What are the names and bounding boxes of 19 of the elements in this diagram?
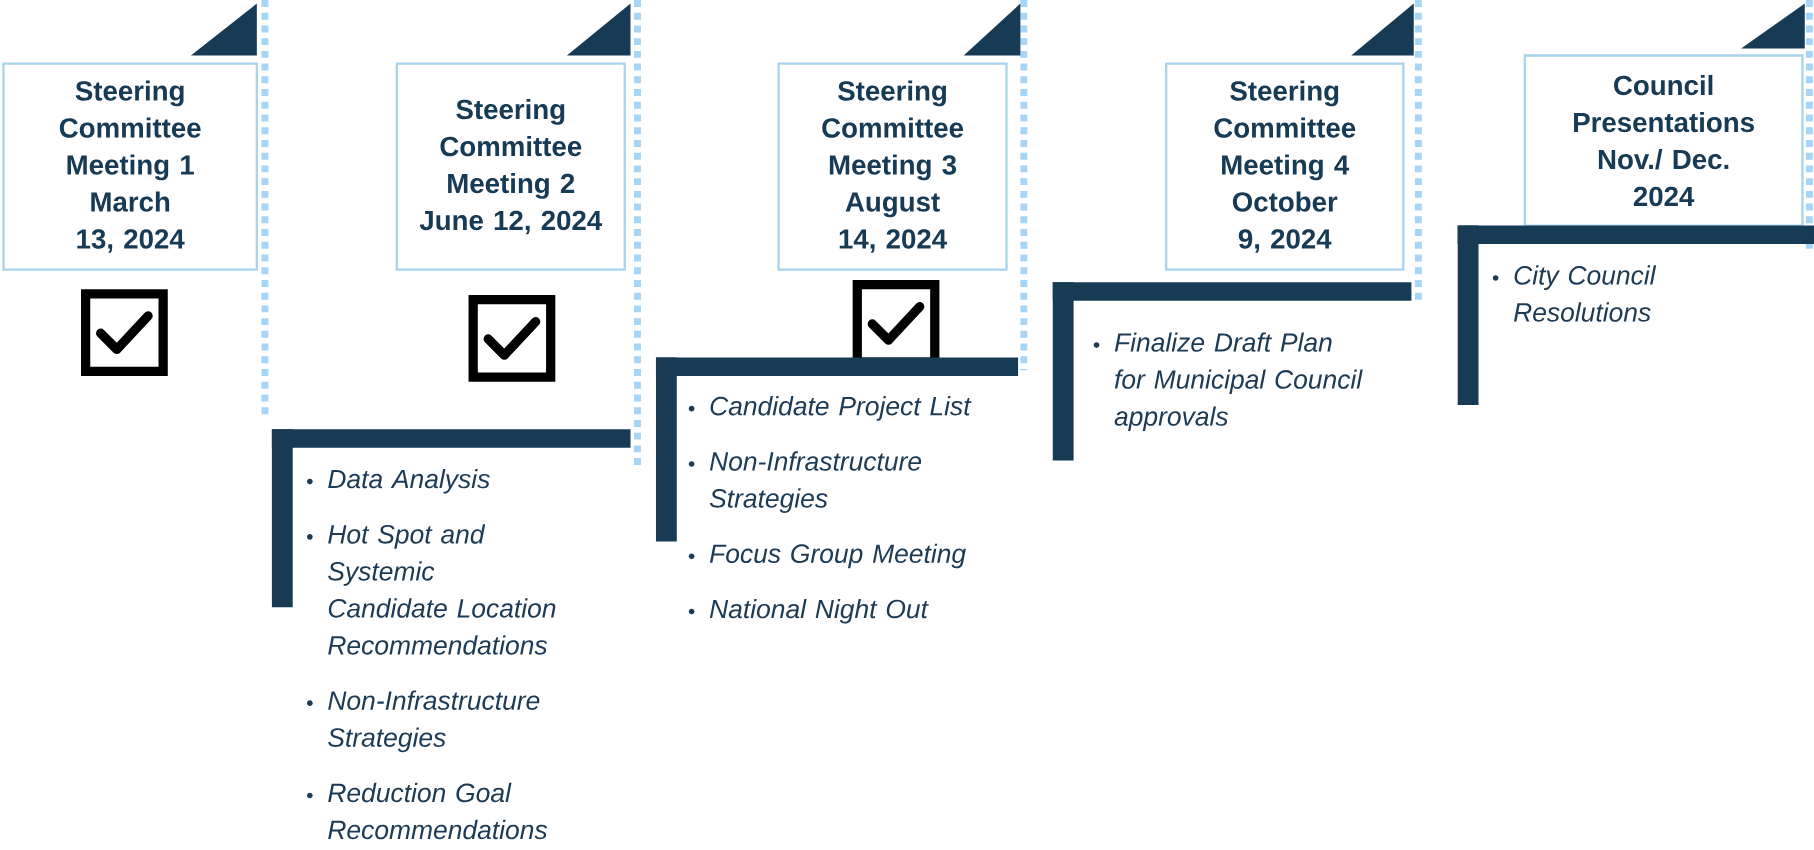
node-label: Non-Infrastructure Strategies xyxy=(328,690,540,753)
bracket-list: Data Analysis Hot Spot and Systemic Candidate Location Recommendations Non-Infrastructure Strategies Reduction Goal Recommendations xyxy=(271,429,631,840)
node-label: City Council Resolutions xyxy=(1513,265,1657,322)
node-label: Candidate Project List xyxy=(710,395,972,421)
node-label: Non-Infrastructure Strategies xyxy=(709,451,922,513)
heading-box: Steering Committee Meeting 1 March 13, 2024 xyxy=(2,62,258,271)
bracket-list: Candidate Project List Non-Infrastructure Strategies Focus Group Meeting National Night Out xyxy=(655,357,1019,624)
node-label: Data Analysis xyxy=(328,468,490,494)
node-label: Reduction Goal Recommendations xyxy=(328,782,548,840)
heading-box: Steering Committee Meeting 3 August 14, 2024 xyxy=(777,62,1008,271)
heading-box: Council Presentations Nov./ Dec. 2024 xyxy=(1523,54,1804,227)
node-label: Focus Group Meeting xyxy=(709,543,966,569)
bracket-list: Finalize Draft Plan for Municipal Council approvals xyxy=(1052,282,1412,461)
node-label: Hot Spot and Systemic Candidate Location Recommendations xyxy=(328,524,556,655)
heading-box: Steering Committee Meeting 4 October 9, 2024 xyxy=(1165,62,1405,271)
node-label: National Night Out xyxy=(709,598,929,624)
heading-box: Steering Committee Meeting 2 June 12, 2024 xyxy=(395,62,626,271)
node-label: Finalize Draft Plan for Municipal Council approvals xyxy=(1114,332,1363,431)
bracket-list: City Council Resolutions xyxy=(1457,225,1814,405)
